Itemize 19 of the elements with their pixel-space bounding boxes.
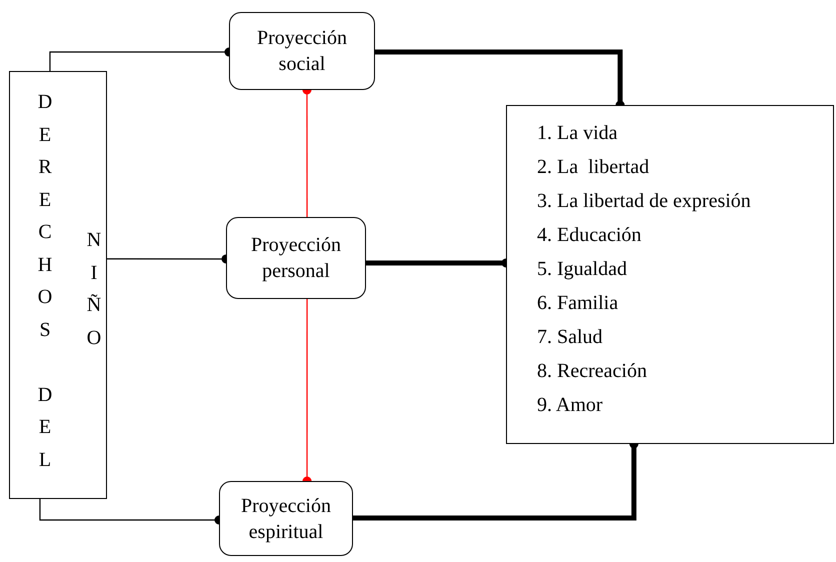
box-label: Proyección social	[256, 26, 348, 77]
list-item: 2. La libertad	[537, 155, 650, 180]
vertical-title: NIÑO	[86, 228, 102, 350]
vertical-title: DERECHOS DEL	[36, 90, 54, 472]
list-box	[506, 105, 834, 444]
box-label: Proyección personal	[250, 233, 342, 284]
list-item: 9. Amor	[537, 393, 604, 418]
list-item: 3. La libertad de expresión	[537, 189, 752, 214]
list-item: 5. Igualdad	[537, 257, 628, 282]
rounded-box	[226, 217, 366, 299]
list-item: 4. Educación	[537, 223, 642, 248]
title-panel	[9, 71, 107, 499]
list-item: 6. Familia	[537, 291, 620, 316]
list-item: 1. La vida	[537, 121, 619, 146]
rounded-box	[229, 12, 375, 90]
list-item: 7. Salud	[537, 325, 604, 350]
rounded-box	[219, 481, 353, 556]
box-label: Proyección espiritual	[240, 494, 332, 544]
list-item: 8. Recreación	[537, 359, 648, 384]
